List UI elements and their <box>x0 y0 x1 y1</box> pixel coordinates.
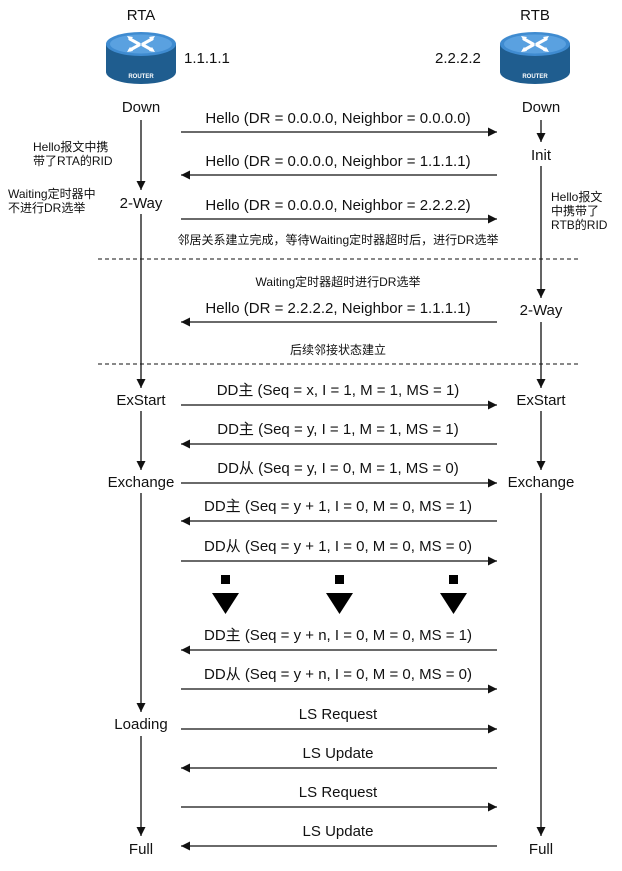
rtb-state-down: Down <box>521 99 561 116</box>
rta-router-badge: ROUTER <box>128 74 154 80</box>
message-label: Hello (DR = 0.0.0.0, Neighbor = 1.1.1.1) <box>205 153 471 170</box>
message-label: LS Update <box>302 823 374 840</box>
rtb-state-exstart: ExStart <box>516 392 566 409</box>
note-adjacency-follow: 后续邻接状态建立 <box>289 343 387 357</box>
rtb-router-badge: ROUTER <box>522 74 548 80</box>
message-arrows <box>181 127 497 851</box>
rta-state-2way: 2-Way <box>119 195 163 212</box>
note-waiting-timeout: Waiting定时器超时进行DR选举 <box>255 275 421 289</box>
rta-ip: 1.1.1.1 <box>184 50 230 67</box>
rta-state-down: Down <box>121 99 161 116</box>
router-icon-rtb <box>500 32 570 84</box>
message-label: DD主 (Seq = y, I = 1, M = 1, MS = 1) <box>217 421 459 438</box>
message-label: DD从 (Seq = y + n, I = 0, M = 0, MS = 0) <box>203 666 473 683</box>
message-label: Hello (DR = 0.0.0.0, Neighbor = 2.2.2.2) <box>205 197 471 214</box>
rta-state-full: Full <box>128 841 154 858</box>
rtb-state-full: Full <box>528 841 554 858</box>
router-icon-rta <box>106 32 176 84</box>
message-label: DD主 (Seq = x, I = 1, M = 1, MS = 1) <box>216 382 460 399</box>
message-label: Hello (DR = 2.2.2.2, Neighbor = 1.1.1.1) <box>205 300 471 317</box>
message-label: Hello (DR = 0.0.0.0, Neighbor = 0.0.0.0) <box>205 110 471 127</box>
note-rta-hello-rid: Hello报文中携 带了RTA的RID <box>33 140 113 168</box>
rta-state-exstart: ExStart <box>116 392 166 409</box>
note-neighbor-established: 邻居关系建立完成，等待Waiting定时器超时后，进行DR选举 <box>177 233 499 247</box>
rta-state-loading: Loading <box>114 716 168 733</box>
rta-name: RTA <box>126 7 156 24</box>
rtb-name: RTB <box>520 7 550 24</box>
message-label: DD从 (Seq = y, I = 0, M = 1, MS = 0) <box>217 460 459 477</box>
note-rta-waiting: Waiting定时器中 不进行DR选举 <box>8 187 96 215</box>
message-label: LS Update <box>302 745 374 762</box>
message-label: DD主 (Seq = y + n, I = 0, M = 0, MS = 1) <box>203 627 473 644</box>
message-label: DD主 (Seq = y + 1, I = 0, M = 0, MS = 1) <box>203 498 473 515</box>
message-label: LS Request <box>298 706 378 723</box>
rtb-ip: 2.2.2.2 <box>435 50 481 67</box>
rta-state-exchange: Exchange <box>107 474 175 491</box>
message-label: DD从 (Seq = y + 1, I = 0, M = 0, MS = 0) <box>203 538 473 555</box>
continuation-arrows <box>212 575 467 614</box>
rtb-state-exchange: Exchange <box>507 474 575 491</box>
rtb-state-init: Init <box>530 147 552 164</box>
rtb-state-2way: 2-Way <box>519 302 563 319</box>
message-label: LS Request <box>298 784 378 801</box>
phase-separators <box>98 258 580 365</box>
note-rtb-hello-rid: Hello报文 中携带了 RTB的RID <box>551 190 608 232</box>
